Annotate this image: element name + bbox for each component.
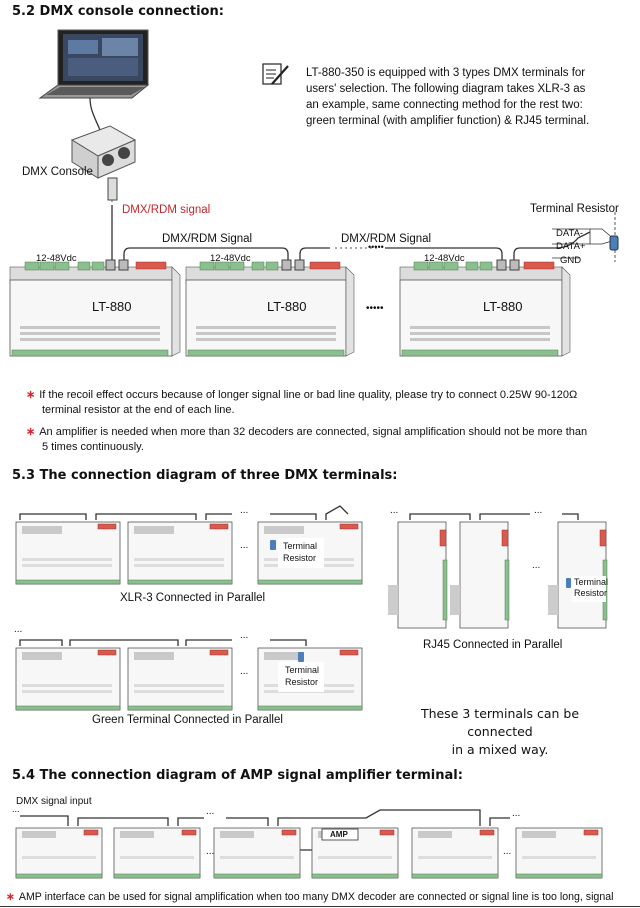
rj45-terminal-label: Terminal (574, 577, 609, 587)
info-paragraph: LT-880-350 is equipped with 3 types DMX … (306, 65, 636, 129)
rj45-ellipsis-top: ... (534, 505, 543, 516)
rj45-row (388, 513, 608, 629)
mixed-line-2: in a mixed way. (451, 742, 549, 757)
amp-ellipsis-top: ... (206, 806, 215, 817)
xlr-row (15, 505, 363, 585)
note-2-line-1: An amplifier is needed when more than 32… (39, 426, 588, 438)
note-2-line-2: 5 times continuously. (42, 441, 144, 453)
note-2: ∗An amplifier is needed when more than 3… (26, 425, 636, 455)
gnd-label: GND (560, 255, 582, 266)
dmx-console-icon (70, 125, 137, 179)
controller-box-1 (9, 259, 181, 357)
rj45-caption: RJ45 Connected in Parallel (423, 639, 563, 651)
controller-box-2 (185, 259, 355, 357)
green-resistor-label: Resistor (285, 677, 319, 687)
bus-label-2: DMX/RDM Signal (341, 233, 432, 245)
section-5-4-title: 5.4 The connection diagram of AMP signal… (12, 768, 463, 783)
note-1: ∗If the recoil effect occurs because of … (26, 388, 636, 418)
amp-note-text: AMP interface can be used for signal amp… (18, 891, 614, 903)
xlr-terminal-label: Terminal (283, 541, 318, 551)
mixed-line-1: These 3 terminals can be connected (420, 706, 580, 739)
dmx-signal-input-label: DMX signal input (16, 796, 92, 807)
dmx-rdm-signal-label: DMX/RDM signal (122, 204, 211, 216)
mixed-way-note: These 3 terminals can be connected in a … (389, 705, 611, 759)
info-line: LT-880-350 is equipped with 3 types DMX … (306, 67, 586, 79)
bus-label-1: DMX/RDM Signal (162, 233, 253, 245)
amp-label: AMP (330, 830, 348, 839)
xlr-resistor-label: Resistor (283, 553, 317, 563)
info-line: an example, same connecting method for t… (306, 99, 583, 111)
amp-ellipsis-mid-1: ... (206, 846, 215, 857)
section-5-2-title: 5.2 DMX console connection: (12, 4, 224, 19)
voltage-label-2: 12-48Vdc (210, 253, 251, 264)
controller-box-3 (399, 259, 571, 357)
rj45-resistor-label: Resistor (574, 588, 608, 598)
data-minus-label: DATA- (556, 228, 584, 239)
green-row (15, 639, 363, 711)
amp-ellipsis-mid-2: ... (503, 846, 512, 857)
info-line: users' selection. The following diagram … (306, 83, 586, 95)
amp-ellipsis-left: ... (12, 804, 20, 814)
green-terminal-label: Terminal (285, 665, 320, 675)
green-ellipsis-left: ... (14, 624, 23, 635)
star-bullet: ∗ (26, 389, 36, 401)
info-line: green terminal (with amplifier function)… (306, 115, 590, 127)
resistor-icon (609, 235, 619, 251)
dots-separator: ••••• (366, 303, 384, 314)
dmx-console-label: DMX Console (22, 166, 93, 178)
green-ellipsis-top: ... (240, 630, 249, 641)
amp-units (15, 827, 603, 879)
amp-note: ∗AMP interface can be used for signal am… (6, 890, 638, 905)
note-pencil-icon (262, 63, 289, 85)
amp-ellipsis-right: ... (512, 808, 521, 819)
voltage-label-3: 12-48Vdc (424, 253, 465, 264)
rj45-ellipsis-mid: ... (532, 560, 541, 571)
model-label-2: LT-880 (267, 299, 307, 314)
star-bullet: ∗ (6, 891, 15, 903)
xlr-caption: XLR-3 Connected in Parallel (120, 592, 266, 604)
green-caption: Green Terminal Connected in Parallel (92, 714, 283, 726)
section-5-3-title: 5.3 The connection diagram of three DMX … (12, 468, 398, 483)
xlr-ellipsis-mid: ... (240, 540, 249, 551)
model-label-3: LT-880 (483, 299, 523, 314)
note-1-line-2: terminal resistor at the end of each lin… (42, 404, 235, 416)
terminal-resistor-label: Terminal Resistor (530, 203, 619, 215)
bottom-rule (0, 906, 640, 907)
xlr-ellipsis-top: ... (240, 505, 249, 516)
model-label-1: LT-880 (92, 299, 132, 314)
rj45-ellipsis-left: ... (390, 505, 399, 516)
data-plus-label: DATA+ (556, 241, 586, 252)
green-ellipsis-mid: ... (240, 666, 249, 677)
laptop-icon (38, 29, 150, 99)
star-bullet: ∗ (26, 426, 36, 438)
voltage-label-1: 12-48Vdc (36, 253, 77, 264)
bus-dots: ••••• (368, 242, 384, 252)
note-1-line-1: If the recoil effect occurs because of l… (39, 389, 578, 401)
